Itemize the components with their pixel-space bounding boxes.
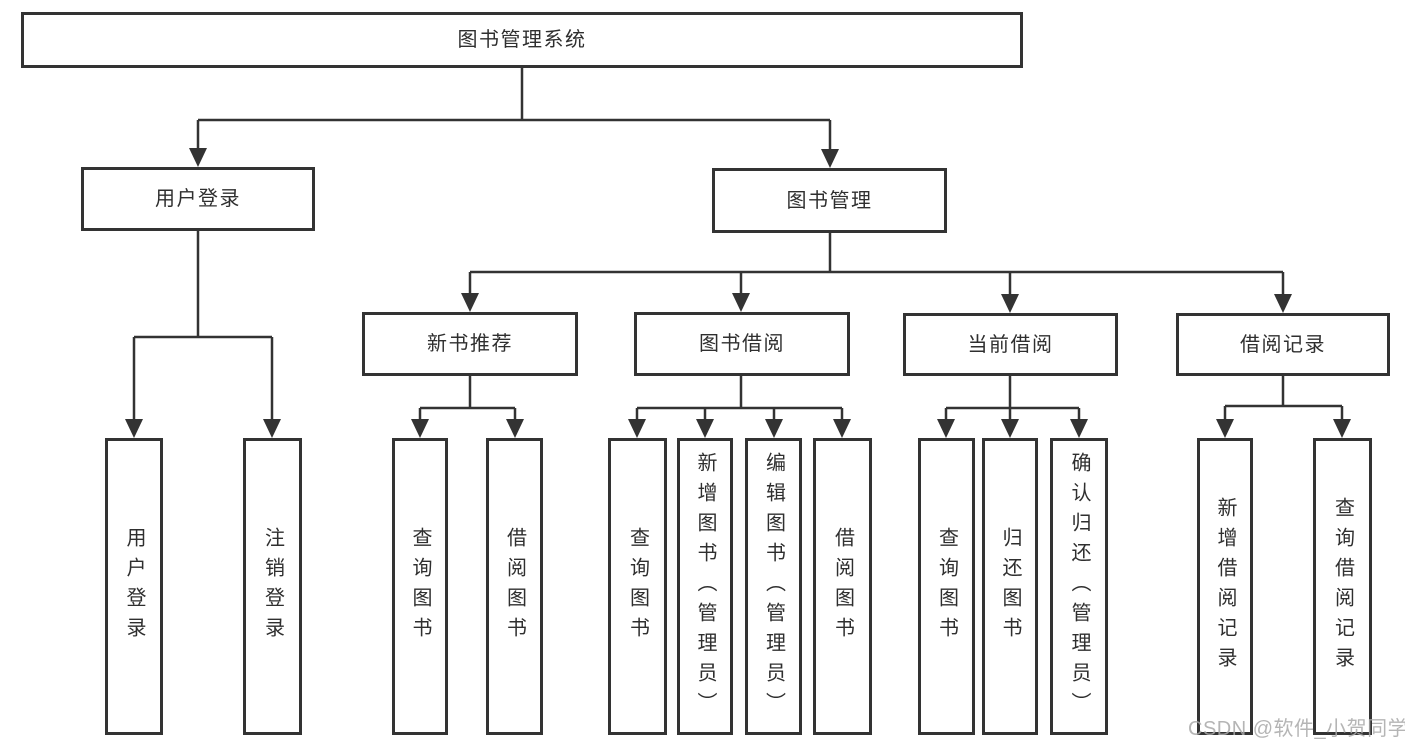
connector-lines — [132, 68, 1344, 421]
arrowhead — [732, 293, 750, 312]
leaf-borrow-books-recommend: 借阅图书 — [486, 438, 543, 735]
node-borrow-records: 借阅记录 — [1176, 313, 1390, 376]
leaf-query-books-borrow: 查询图书 — [608, 438, 667, 735]
leaf-edit-book-admin: 编辑图书（管理员） — [745, 438, 802, 735]
leaf-confirm-return-admin: 确认归还（管理员） — [1050, 438, 1108, 735]
leaf-query-borrow-record: 查询借阅记录 — [1313, 438, 1372, 735]
arrowhead — [937, 419, 955, 438]
leaf-query-books-current: 查询图书 — [918, 438, 975, 735]
leaf-add-borrow-record: 新增借阅记录 — [1197, 438, 1253, 735]
arrowhead — [628, 419, 646, 438]
node-user-login: 用户登录 — [81, 167, 315, 231]
arrowhead — [1001, 419, 1019, 438]
leaf-logout: 注销登录 — [243, 438, 302, 735]
leaf-borrow-books-2: 借阅图书 — [813, 438, 872, 735]
arrowhead — [263, 419, 281, 438]
arrowhead — [821, 149, 839, 168]
arrowhead — [506, 419, 524, 438]
node-book-management: 图书管理 — [712, 168, 947, 233]
arrowhead — [1070, 419, 1088, 438]
arrowhead — [189, 148, 207, 167]
leaf-query-books-recommend: 查询图书 — [392, 438, 448, 735]
arrowhead — [1216, 419, 1234, 438]
leaf-user-login: 用户登录 — [105, 438, 163, 735]
arrowhead — [1333, 419, 1351, 438]
arrowhead — [765, 419, 783, 438]
arrowhead — [411, 419, 429, 438]
arrowhead — [1274, 294, 1292, 313]
arrowhead — [461, 293, 479, 312]
arrowhead — [696, 419, 714, 438]
arrowhead — [1001, 294, 1019, 313]
leaf-add-book-admin: 新增图书（管理员） — [677, 438, 733, 735]
node-book-borrow: 图书借阅 — [634, 312, 850, 376]
node-new-book-recommend: 新书推荐 — [362, 312, 578, 376]
node-current-borrow: 当前借阅 — [903, 313, 1118, 376]
arrowhead — [125, 419, 143, 438]
leaf-return-book: 归还图书 — [982, 438, 1038, 735]
arrowhead — [833, 419, 851, 438]
watermark: CSDN @软件_小贺同学 — [1188, 718, 1405, 740]
node-root: 图书管理系统 — [21, 12, 1023, 68]
